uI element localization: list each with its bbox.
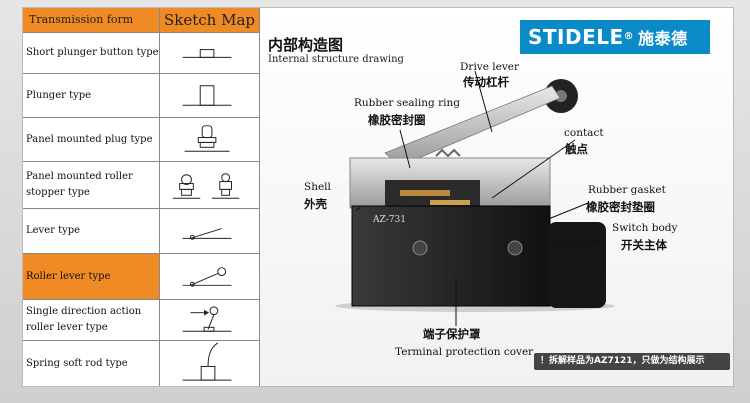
plunger-icon <box>160 74 259 117</box>
table-row: Short plunger button type <box>23 32 259 73</box>
label-terminal-en: Terminal protection cover <box>395 346 534 358</box>
label-switch-body-cn: 开关主体 <box>621 238 667 252</box>
brand-logo: STIDELE®施泰德 <box>520 20 710 54</box>
row-label: Spring soft rod type <box>23 341 160 386</box>
label-gasket-en: Rubber gasket <box>588 184 666 196</box>
label-contact-cn: 触点 <box>565 142 588 156</box>
brand-cn: 施泰德 <box>638 29 688 48</box>
table-row: Roller lever type <box>23 253 259 299</box>
transmission-table: Transmission form Sketch Map Short plung… <box>23 8 260 386</box>
label-shell-cn: 外壳 <box>304 197 327 211</box>
label-shell-en: Shell <box>304 181 331 193</box>
disassembly-note: ！拆解样品为AZ7121，只做为结构展示 <box>534 353 730 370</box>
diagram-title-cn: 内部构造图 <box>268 36 344 54</box>
table-row: Lever type <box>23 208 259 253</box>
label-terminal-cn: 端子保护罩 <box>423 327 481 341</box>
brand-reg: ® <box>623 31 635 42</box>
row-label: Single direction action roller lever typ… <box>23 300 160 340</box>
label-drive-lever-cn: 传动杠杆 <box>463 75 509 89</box>
brand-name: STIDELE <box>528 25 624 49</box>
label-rubber-ring-cn: 橡胶密封圈 <box>368 113 426 127</box>
single-roller-lever-icon <box>160 300 259 340</box>
table-row: Panel mounted roller stopper type <box>23 161 259 208</box>
label-contact-en: contact <box>564 127 604 139</box>
spring-rod-icon <box>160 341 259 386</box>
header-transmission-form: Transmission form <box>23 8 160 32</box>
short-plunger-icon <box>160 33 259 73</box>
row-label-highlighted: Roller lever type <box>23 254 160 299</box>
label-gasket-cn: 橡胶密封垫圈 <box>586 200 655 214</box>
label-switch-body-en: Switch body <box>612 222 678 234</box>
row-label: Plunger type <box>23 74 160 117</box>
label-rubber-ring-en: Rubber sealing ring <box>354 97 460 109</box>
switch-illustration <box>260 8 733 386</box>
row-label: Panel mounted roller stopper type <box>23 162 160 208</box>
table-row: Plunger type <box>23 73 259 117</box>
table-row: Single direction action roller lever typ… <box>23 299 259 340</box>
row-label: Panel mounted plug type <box>23 118 160 161</box>
lever-icon <box>160 209 259 253</box>
table-row: Panel mounted plug type <box>23 117 259 161</box>
panel-plug-icon <box>160 118 259 161</box>
header-sketch-map: Sketch Map <box>160 8 259 32</box>
diagram-title-en: Internal structure drawing <box>268 54 404 65</box>
table-row: Spring soft rod type <box>23 340 259 386</box>
label-drive-lever-en: Drive lever <box>460 61 520 73</box>
panel-roller-icon <box>160 162 259 208</box>
row-label: Short plunger button type <box>23 33 160 73</box>
model-mark: AZ-731 <box>373 215 406 225</box>
structure-diagram: STIDELE®施泰德 内部构造图 Internal structure dra… <box>260 8 733 386</box>
roller-lever-icon <box>160 254 259 299</box>
product-panel: Transmission form Sketch Map Short plung… <box>22 7 734 387</box>
row-label: Lever type <box>23 209 160 253</box>
